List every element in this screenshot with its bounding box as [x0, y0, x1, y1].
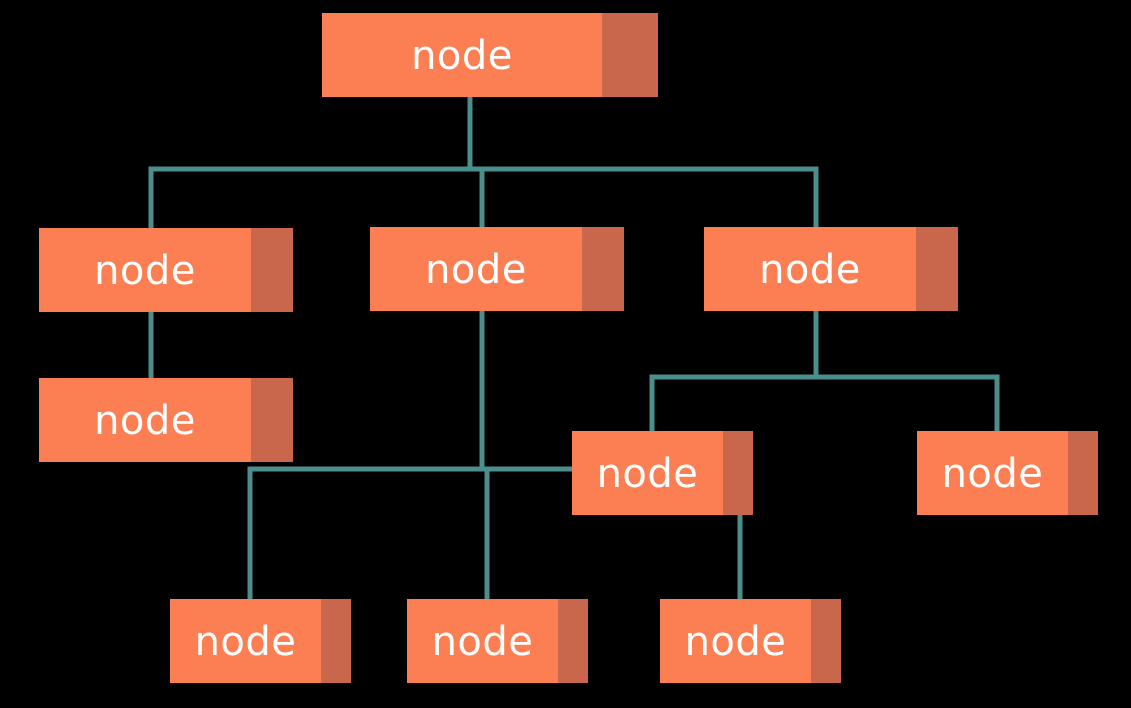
node-label: node	[704, 227, 916, 311]
node-side-face	[251, 378, 293, 462]
grandchild-node-middle-1[interactable]: node	[170, 599, 351, 683]
grandchild-node-left[interactable]: node	[39, 378, 293, 462]
child-node-middle[interactable]: node	[370, 227, 624, 311]
child-node-right[interactable]: node	[704, 227, 958, 311]
node-side-face	[582, 227, 624, 311]
connector-line	[649, 308, 1000, 434]
node-label: node	[660, 599, 811, 683]
node-side-face	[602, 13, 658, 97]
node-label: node	[917, 431, 1068, 515]
connector-line	[247, 308, 743, 602]
node-side-face	[251, 228, 293, 312]
grandchild-node-middle-2[interactable]: node	[407, 599, 588, 683]
node-side-face	[1068, 431, 1098, 515]
node-side-face	[321, 599, 351, 683]
node-label: node	[407, 599, 558, 683]
node-label: node	[370, 227, 582, 311]
root-node[interactable]: node	[322, 13, 658, 97]
node-label: node	[322, 13, 602, 97]
grandchild-node-right-2[interactable]: node	[917, 431, 1098, 515]
node-label: node	[572, 431, 723, 515]
tree-edges	[148, 94, 1000, 602]
child-node-left[interactable]: node	[39, 228, 293, 312]
node-side-face	[811, 599, 841, 683]
connector-line	[148, 94, 819, 231]
node-side-face	[916, 227, 958, 311]
node-label: node	[39, 228, 251, 312]
node-side-face	[723, 431, 753, 515]
node-label: node	[39, 378, 251, 462]
grandchild-node-middle-3[interactable]: node	[660, 599, 841, 683]
node-side-face	[558, 599, 588, 683]
node-label: node	[170, 599, 321, 683]
grandchild-node-right-1[interactable]: node	[572, 431, 753, 515]
